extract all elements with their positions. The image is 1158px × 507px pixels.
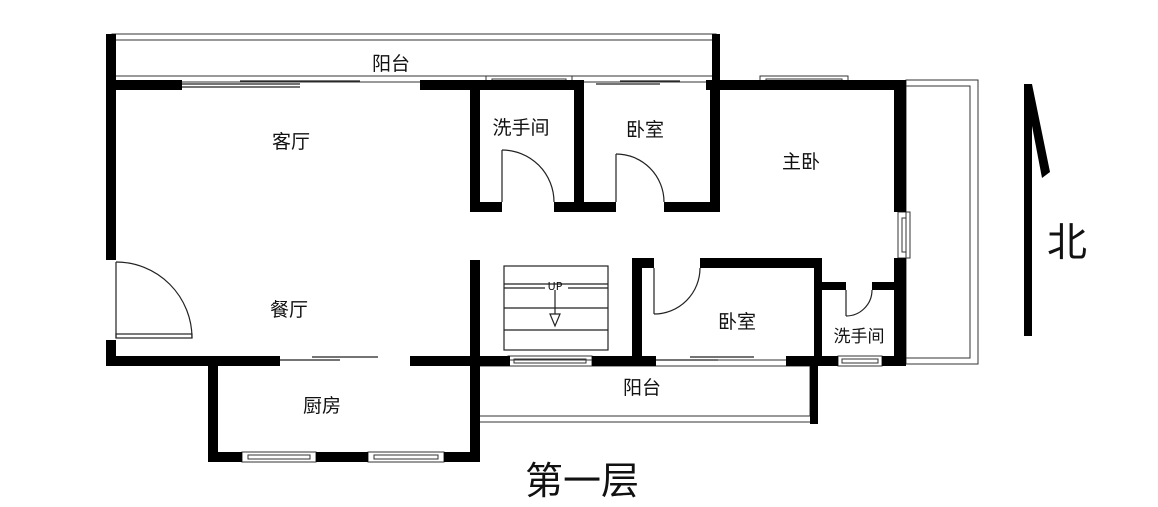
staircase — [503, 265, 609, 351]
room-label-kitchen: 厨房 — [303, 395, 341, 417]
sliding-doors — [182, 80, 754, 361]
room-label-balcony-top: 阳台 — [372, 53, 410, 75]
room-label-dining-room: 餐厅 — [270, 299, 308, 321]
window — [897, 211, 911, 259]
balcony-top-outline — [111, 33, 717, 83]
window — [367, 451, 445, 463]
window — [837, 355, 883, 367]
floor-title: 第一层 — [525, 459, 639, 503]
room-label-bathroom-1: 洗手间 — [492, 117, 549, 139]
room-label-master-bedroom: 主卧 — [782, 151, 820, 173]
room-label-bedroom-1: 卧室 — [626, 119, 664, 141]
balcony-right-outline — [905, 79, 979, 365]
walls — [106, 34, 906, 462]
window — [241, 451, 317, 463]
window — [507, 355, 593, 367]
room-label-living-room: 客厅 — [272, 131, 310, 153]
north-arrow-icon — [1024, 84, 1050, 336]
room-label-balcony-bottom: 阳台 — [623, 377, 661, 399]
north-label: 北 — [1047, 220, 1087, 266]
room-label-bedroom-2: 卧室 — [718, 311, 756, 333]
swing-doors — [115, 149, 873, 339]
thin-outlines — [111, 33, 979, 463]
room-label-bathroom-2: 洗手间 — [834, 327, 885, 347]
stair-up-label: UP — [548, 280, 563, 293]
